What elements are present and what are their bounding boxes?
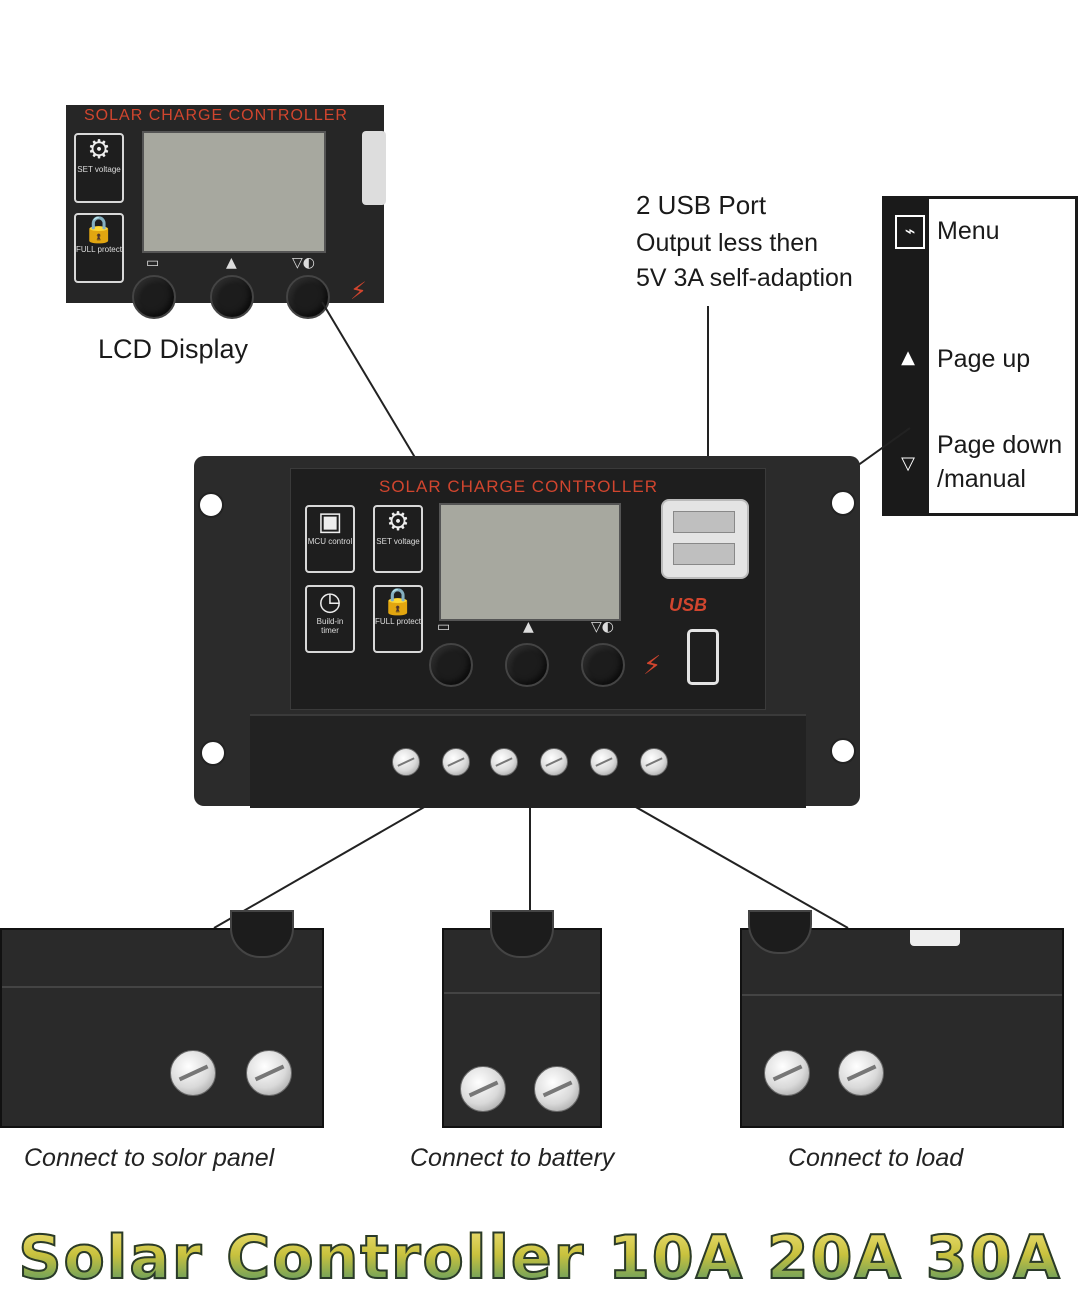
usb-title: 2 USB Port — [636, 190, 767, 220]
menu-legend-icon: ⌁ — [895, 215, 925, 249]
product-banner: Solar Controller 10A 20A 30A — [0, 1222, 1080, 1294]
set-voltage-label: SET voltage — [77, 165, 121, 174]
page-up-knob-detail[interactable] — [210, 275, 254, 319]
page-down-icon-detail: ▽◐ — [292, 255, 315, 271]
menu-knob-detail[interactable] — [132, 275, 176, 319]
lock-icon: 🔒 — [381, 587, 415, 617]
lcd-detail-panel: SOLAR CHARGE CONTROLLER ⚙ SET voltage 🔒 … — [66, 105, 386, 319]
full-protect-label-main: FULL protect — [375, 617, 421, 626]
full-protect-label: FULL protect — [76, 245, 122, 254]
full-protect-button[interactable]: 🔒 FULL protect — [373, 585, 423, 653]
chip-icon: ▣ — [317, 507, 343, 537]
usb-line-1: Output less then — [636, 229, 819, 257]
solar-detail-negative-screw — [246, 1050, 292, 1096]
flash-icon-detail: ⚡ — [350, 277, 367, 305]
gear-icon: ⚙ — [386, 507, 410, 537]
usb-port-detail — [362, 131, 386, 205]
solar-callout-line — [213, 805, 427, 929]
caption-battery: Connect to battery — [410, 1144, 615, 1172]
build-in-timer-label: Build-in timer — [316, 617, 344, 635]
battery-positive-screw — [490, 748, 518, 776]
controller-body: SOLAR CHARGE CONTROLLER ▣ MCU control ⚙ … — [194, 456, 860, 808]
legend-menu: Menu — [937, 217, 1000, 245]
solar-negative-screw — [442, 748, 470, 776]
caption-solar-panel: Connect to solor panel — [24, 1144, 275, 1172]
lcd-screen — [439, 503, 621, 621]
page-up-knob[interactable] — [505, 643, 549, 687]
set-voltage-button[interactable]: ⚙ SET voltage — [373, 505, 423, 573]
page-down-icon: ▽◐ — [591, 619, 614, 635]
page-down-knob[interactable] — [581, 643, 625, 687]
mount-hole-bottom-left — [200, 740, 226, 766]
usb-line-2: 5V 3A self-adaption — [636, 264, 853, 292]
solar-detail-divider — [2, 986, 322, 988]
phone-icon — [687, 629, 719, 685]
page-down-knob-detail[interactable] — [286, 275, 330, 319]
mount-hole-top-right — [830, 490, 856, 516]
clock-icon: ◷ — [318, 587, 342, 617]
button-legend: ⌁ Menu ▲ Page up ▽ Page down /manual — [882, 196, 1078, 516]
load-negative-screw — [640, 748, 668, 776]
lcd-display-label: LCD Display — [98, 334, 249, 364]
menu-knob[interactable] — [429, 643, 473, 687]
flash-icon: ⚡ — [643, 651, 662, 681]
battery-terminal-detail — [442, 910, 602, 1128]
usb-port-housing[interactable] — [661, 499, 749, 579]
solar-terminal-detail — [0, 910, 324, 1128]
mount-hole-bottom-right — [830, 738, 856, 764]
lcd-detail-title: SOLAR CHARGE CONTROLLER — [84, 107, 348, 124]
gear-icon: ⚙ — [87, 135, 111, 165]
set-voltage-button-detail[interactable]: ⚙ SET voltage — [74, 133, 124, 203]
menu-icon-detail: ▭ — [146, 255, 160, 271]
solar-positive-screw — [392, 748, 420, 776]
load-detail-positive-screw — [764, 1050, 810, 1096]
battery-negative-screw — [540, 748, 568, 776]
page-up-icon: ▲ — [523, 619, 534, 635]
legend-manual: /manual — [937, 465, 1026, 493]
page-down-legend-icon: ▽ — [895, 449, 921, 479]
front-panel: SOLAR CHARGE CONTROLLER ▣ MCU control ⚙ … — [290, 468, 766, 710]
caption-load: Connect to load — [788, 1144, 964, 1172]
usb-badge: USB — [669, 595, 708, 615]
load-positive-screw — [590, 748, 618, 776]
load-detail-phone — [910, 930, 960, 946]
full-protect-button-detail[interactable]: 🔒 FULL protect — [74, 213, 124, 283]
battery-detail-positive-screw — [460, 1066, 506, 1112]
lock-icon: 🔒 — [82, 215, 116, 245]
load-detail-divider — [742, 994, 1062, 996]
battery-detail-knob — [490, 910, 554, 958]
usb-port-2[interactable] — [673, 543, 735, 565]
load-detail-knob — [748, 910, 812, 954]
page-up-legend-icon: ▲ — [895, 343, 921, 373]
page-up-icon-detail: ▲ — [226, 255, 237, 271]
legend-page-up: Page up — [937, 345, 1031, 373]
menu-icon: ▭ — [437, 619, 451, 635]
mount-hole-top-left — [198, 492, 224, 518]
usb-port-1[interactable] — [673, 511, 735, 533]
lcd-screen-detail — [142, 131, 326, 253]
load-terminal-detail — [740, 910, 1064, 1128]
controller-title: SOLAR CHARGE CONTROLLER — [379, 477, 658, 496]
load-callout-line — [633, 805, 849, 929]
battery-detail-negative-screw — [534, 1066, 580, 1112]
set-voltage-label-main: SET voltage — [376, 537, 420, 546]
solar-detail-knob — [230, 910, 294, 958]
mcu-control-button[interactable]: ▣ MCU control — [305, 505, 355, 573]
build-in-timer-button[interactable]: ◷ Build-in timer — [305, 585, 355, 653]
solar-detail-positive-screw — [170, 1050, 216, 1096]
load-detail-negative-screw — [838, 1050, 884, 1096]
mcu-control-label: MCU control — [307, 537, 353, 546]
legend-page-down: Page down — [937, 431, 1063, 459]
terminal-block — [250, 714, 806, 808]
battery-detail-divider — [444, 992, 600, 994]
